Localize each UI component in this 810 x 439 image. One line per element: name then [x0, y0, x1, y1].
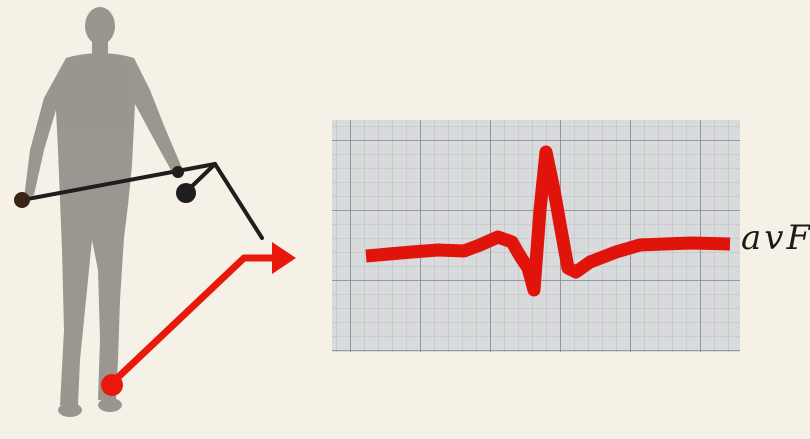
arrow-right-icon	[112, 242, 296, 383]
electrode-icon	[172, 166, 184, 178]
lead-label-avf: avF	[741, 221, 810, 255]
electrode-icon	[176, 183, 196, 203]
human-figure-icon	[24, 7, 182, 417]
electrode-icon	[101, 374, 123, 396]
electrode-icon	[14, 192, 30, 208]
limb-lead-wire	[22, 164, 262, 238]
